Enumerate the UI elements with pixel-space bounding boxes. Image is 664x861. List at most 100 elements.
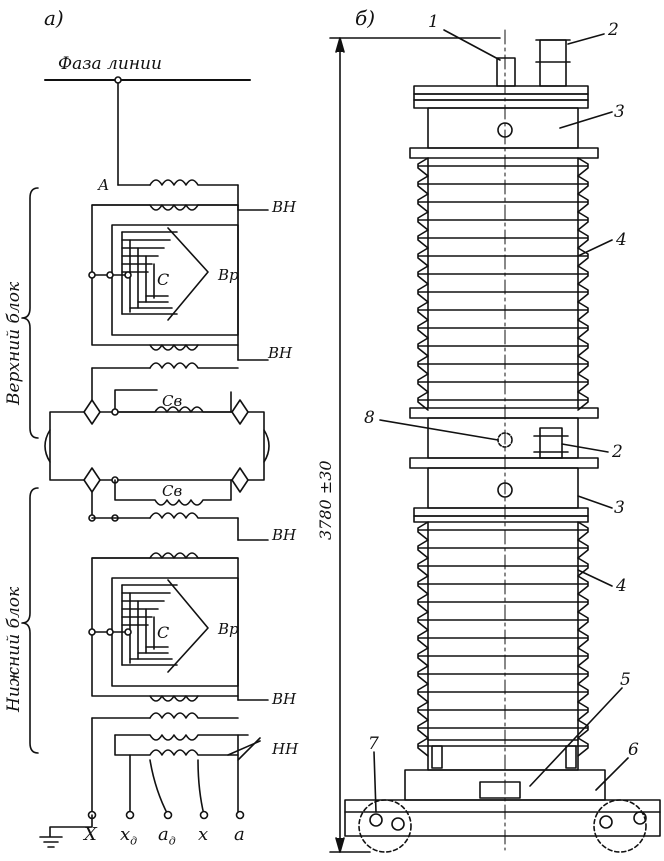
- label-c-upper: С: [157, 270, 170, 289]
- phase-label: Фаза линии: [58, 54, 162, 74]
- shed-lower-insulator-12: [417, 737, 589, 757]
- callout-5: 5: [620, 670, 631, 690]
- phase-node: [114, 76, 122, 84]
- vn-coil-3-top: [149, 512, 239, 519]
- shed-lower-insulator-9: [417, 683, 589, 703]
- terminal-label-xd: хд: [120, 824, 138, 848]
- leader-6: [595, 757, 629, 791]
- label-vn-4: ВН: [272, 690, 297, 708]
- callout-2-top: 2: [608, 20, 619, 40]
- callout-7: 7: [368, 734, 379, 754]
- shed-lower-insulator-0: [417, 521, 589, 541]
- leader-4a: [577, 239, 613, 257]
- panel-label-b: б): [355, 6, 376, 30]
- label-vr-lower: Вр: [218, 620, 239, 638]
- label-vn-3: ВН: [272, 526, 297, 544]
- shed-lower-insulator-2: [417, 557, 589, 577]
- leader-8: [379, 419, 499, 441]
- shed-upper-insulator-11: [417, 355, 589, 375]
- shed-upper-insulator-4: [417, 229, 589, 249]
- mid-flange-top: [409, 407, 599, 419]
- leader-3a: [559, 111, 613, 129]
- label-A: А: [98, 176, 110, 194]
- ground-symbol: [39, 814, 93, 848]
- shed-upper-insulator-2: [417, 193, 589, 213]
- lower-insulator-body: [427, 521, 579, 741]
- label-vn-2: ВН: [268, 344, 293, 362]
- callout-2-mid: 2: [612, 442, 623, 462]
- terminal-1: [496, 57, 516, 87]
- upper-core-outer: [111, 224, 239, 336]
- upper-insulator-body: [427, 157, 579, 409]
- terminal-label-ad: ад: [158, 824, 176, 848]
- shed-lower-insulator-7: [417, 647, 589, 667]
- lower-tank: [427, 467, 579, 509]
- dimension-label: 3780 ±30: [316, 460, 335, 540]
- shed-lower-insulator-4: [417, 593, 589, 613]
- lower-bracket: [21, 487, 39, 754]
- label-c-lower: С: [157, 623, 170, 642]
- shed-upper-insulator-8: [417, 301, 589, 321]
- terminal-label-X: Х: [84, 824, 97, 845]
- shed-upper-insulator-9: [417, 319, 589, 339]
- leader-2b: [561, 443, 609, 453]
- diamond-ll: [83, 467, 101, 493]
- label-nn: НН: [272, 740, 299, 758]
- callout-4-bottom: 4: [616, 576, 627, 596]
- shed-lower-insulator-8: [417, 665, 589, 685]
- nn-coil-1: [114, 734, 249, 741]
- shed-upper-insulator-5: [417, 247, 589, 267]
- leader-3b: [577, 495, 613, 509]
- leader-2a: [567, 33, 605, 45]
- nn-coil-2: [114, 734, 239, 756]
- callout-3-bottom: 3: [614, 498, 625, 518]
- leader-7: [373, 751, 377, 813]
- sv-loop: [49, 411, 265, 481]
- sv-coupling-lower: [114, 479, 232, 506]
- shed-lower-insulator-3: [417, 575, 589, 595]
- upper-block-label: Верхний блок: [4, 281, 24, 405]
- upper-bracket: [21, 187, 39, 439]
- shed-lower-insulator-6: [417, 629, 589, 649]
- panel-label-a: а): [44, 6, 64, 30]
- terminal-label-x: х: [198, 824, 209, 845]
- label-vn-1: ВН: [272, 198, 297, 216]
- diamond-ul: [83, 399, 101, 425]
- leader-1: [443, 29, 501, 61]
- terminal-x: [199, 810, 209, 820]
- label-vr-upper: Вр: [218, 266, 239, 284]
- upper-insulator: [417, 157, 589, 411]
- vn-coil-2-top: [149, 344, 199, 351]
- shed-upper-insulator-3: [417, 211, 589, 231]
- shed-lower-insulator-10: [417, 701, 589, 721]
- shed-upper-insulator-10: [417, 337, 589, 357]
- diamond-ur: [231, 399, 249, 425]
- diamond-lr: [231, 467, 249, 493]
- vn-coil-4-top: [149, 695, 199, 702]
- transformer-drawing: [329, 29, 661, 853]
- shed-upper-insulator-12: [417, 373, 589, 393]
- terminal-ad: [163, 810, 173, 820]
- wheel-right: [593, 799, 647, 853]
- vn-coil-4-bottom: [149, 712, 239, 719]
- terminal-xd: [125, 810, 135, 820]
- lower-insulator: [417, 521, 589, 757]
- lead-ad: [149, 759, 169, 816]
- mid-flange-bottom: [409, 457, 599, 469]
- label-sv-upper: Св: [162, 392, 183, 410]
- vr-lead-lower: [167, 579, 209, 673]
- nameplate: [479, 781, 521, 799]
- lower-core-laminations: [121, 584, 178, 666]
- leader-5: [529, 687, 623, 787]
- shed-upper-insulator-0: [417, 157, 589, 177]
- shed-lower-insulator-11: [417, 719, 589, 739]
- callout-6: 6: [628, 740, 639, 760]
- vn-coil-2-bottom: [149, 362, 239, 369]
- callout-1: 1: [428, 12, 439, 32]
- trolley-frame: [344, 799, 661, 837]
- terminal-2-top: [539, 39, 567, 87]
- base-collar: [427, 739, 579, 771]
- shed-upper-insulator-13: [417, 391, 589, 411]
